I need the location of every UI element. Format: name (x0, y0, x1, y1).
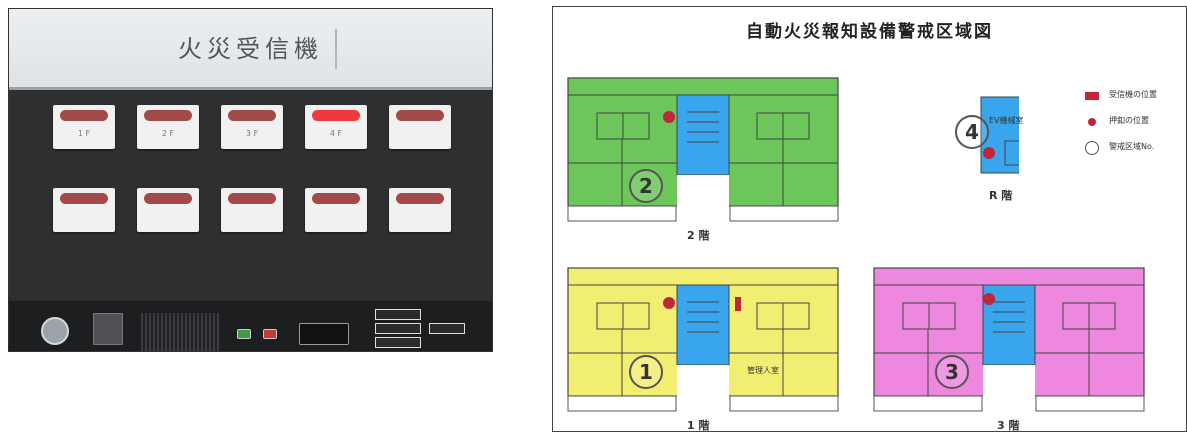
legend: 受信機の位置 押釦の位置 警戒区域No. (1085, 85, 1185, 163)
legend-zone-no: 警戒区域No. (1085, 137, 1185, 163)
floor-2-stair (676, 94, 730, 176)
floor-r-plan: 4 EV機械室 R 階 (949, 95, 1024, 202)
legend-pushbutton-text: 押釦の位置 (1109, 116, 1149, 125)
floor-2-zone-number: 2 (629, 169, 663, 203)
floor-1-balcony-right (729, 395, 839, 412)
pushbutton-marker-icon (1088, 118, 1096, 126)
control-button-4[interactable] (429, 323, 465, 334)
floor-1-plan: 1 管理人室 1 階 (567, 267, 839, 431)
floor-1-label: 1 階 (687, 419, 710, 432)
panel-header: 火災受信機 (9, 9, 492, 87)
zone-lamp-8 (228, 193, 276, 204)
zone-label-2: 2 F (161, 129, 175, 138)
floor-1-balcony-left (567, 395, 677, 412)
fire-receiver-panel: 火災受信機 1 F 2 F 3 F 4 F (8, 8, 493, 352)
zone-lamp-2 (144, 110, 192, 121)
zone-map: 自動火災報知設備警戒区域図 2 2 階 (552, 6, 1187, 432)
alarm-switch[interactable] (263, 329, 277, 339)
power-switch[interactable] (237, 329, 251, 339)
zone-lamp-9 (312, 193, 360, 204)
zone-window-10 (389, 188, 451, 232)
fuse-holder (93, 313, 123, 345)
zone-number-icon (1085, 141, 1099, 155)
legend-pushbutton: 押釦の位置 (1085, 111, 1185, 137)
zone-lamp-7 (144, 193, 192, 204)
floor-1-stair (676, 284, 730, 366)
floor-r-zone-number: 4 (955, 115, 989, 149)
zone-window-board: 1 F 2 F 3 F 4 F (9, 87, 492, 301)
floor-1-pushbutton-marker (663, 297, 675, 309)
zone-window-2: 2 F (137, 105, 199, 149)
panel-divider (335, 29, 337, 69)
floor-r-pushbutton-marker (983, 147, 995, 159)
floor-3-label: 3 階 (997, 419, 1020, 432)
zone-lamp-6 (60, 193, 108, 204)
control-button-3[interactable] (375, 337, 421, 348)
zone-label-4: 4 F (329, 129, 343, 138)
floor-3-pushbutton-marker (983, 293, 995, 305)
zone-lamp-5 (396, 110, 444, 121)
floor-2-notch (677, 175, 729, 222)
floor-2-plan: 2 2 階 (567, 77, 839, 242)
speaker-icon (41, 317, 69, 345)
floor-3-plan: 3 3 階 (873, 267, 1145, 431)
map-title: 自動火災報知設備警戒区域図 (746, 22, 993, 42)
zone-window-7 (137, 188, 199, 232)
floor-1-zone-number: 1 (629, 355, 663, 389)
floor-3-drawing (873, 267, 1145, 412)
floor-2-pushbutton-marker (663, 111, 675, 123)
zone-window-5 (389, 105, 451, 149)
zone-window-1: 1 F (53, 105, 115, 149)
floor-1-room-label: 管理人室 (747, 366, 779, 375)
zone-lamp-3 (228, 110, 276, 121)
legend-receiver: 受信機の位置 (1085, 85, 1185, 111)
floor-2-label: 2 階 (687, 229, 710, 242)
zone-window-6 (53, 188, 115, 232)
control-strip (9, 301, 492, 351)
floor-2-balcony-left (567, 205, 677, 222)
control-button-1[interactable] (375, 309, 421, 320)
zone-lamp-1 (60, 110, 108, 121)
zone-lamp-10 (396, 193, 444, 204)
control-button-2[interactable] (375, 323, 421, 334)
zone-window-4: 4 F (305, 105, 367, 149)
receiver-marker-icon (1085, 92, 1099, 100)
legend-zone-no-text: 警戒区域No. (1109, 142, 1155, 151)
floor-2-drawing (567, 77, 839, 222)
zone-label-1: 1 F (77, 129, 91, 138)
floor-1-receiver-marker (735, 297, 741, 311)
floor-1-drawing (567, 267, 839, 412)
floor-r-label: R 階 (989, 189, 1013, 202)
floor-3-balcony-left (873, 395, 983, 412)
zone-label-3: 3 F (245, 129, 259, 138)
speaker-grille (141, 313, 221, 351)
zone-lamp-4-lit (312, 110, 360, 121)
floor-1-notch (677, 365, 729, 412)
legend-receiver-text: 受信機の位置 (1109, 90, 1157, 99)
panel-title: 火災受信機 (178, 35, 323, 63)
floor-3-notch (983, 365, 1035, 412)
floor-2-balcony-right (729, 205, 839, 222)
zone-window-8 (221, 188, 283, 232)
floor-r-room-label: EV機械室 (989, 116, 1024, 125)
floor-3-balcony-right (1035, 395, 1145, 412)
floor-3-zone-number: 3 (935, 355, 969, 389)
zone-window-9 (305, 188, 367, 232)
test-switch[interactable] (299, 323, 349, 345)
zone-window-3: 3 F (221, 105, 283, 149)
